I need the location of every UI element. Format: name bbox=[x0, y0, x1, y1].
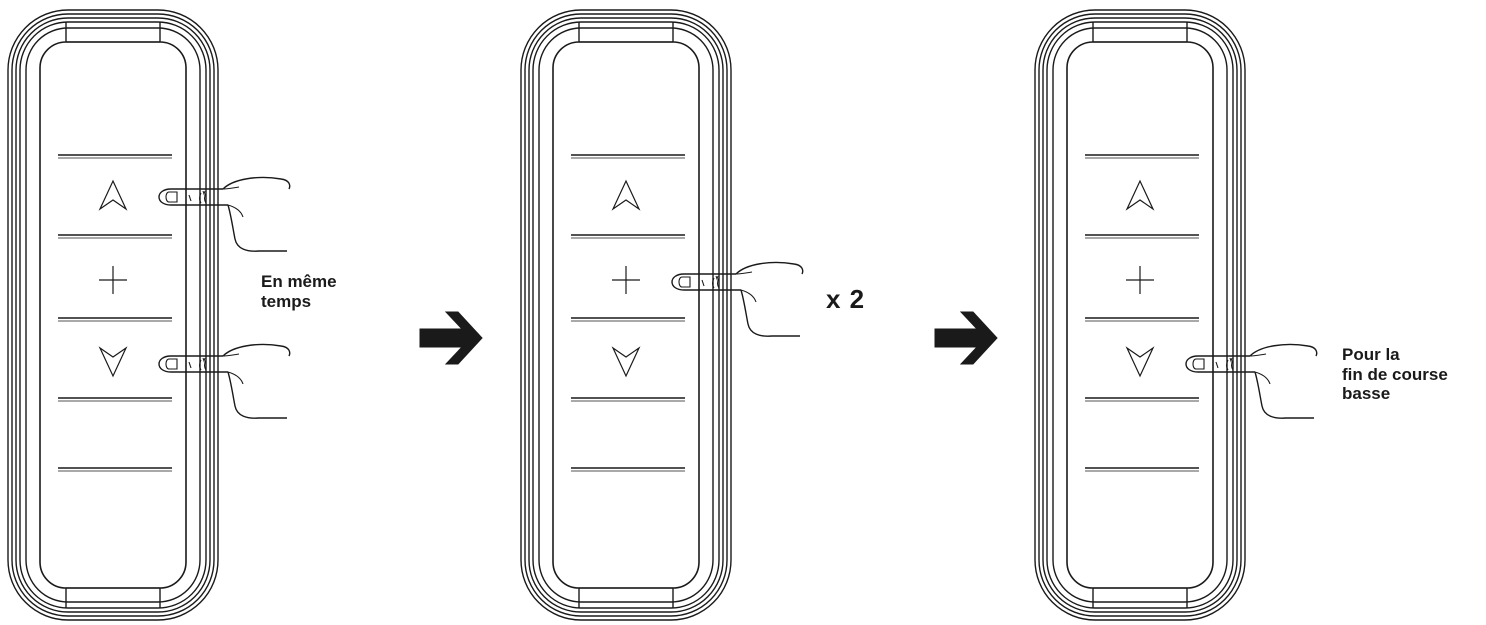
down-button bbox=[1125, 346, 1155, 378]
hand-outline bbox=[227, 371, 244, 385]
hand-outline bbox=[227, 204, 287, 252]
right-arrow-icon bbox=[934, 311, 998, 365]
down-button bbox=[611, 346, 641, 378]
right-arrow-icon bbox=[419, 311, 483, 365]
finger-tip bbox=[1185, 355, 1199, 373]
up-button bbox=[98, 179, 128, 211]
remote-shell bbox=[524, 13, 728, 617]
finger-crease bbox=[715, 275, 719, 281]
finger-crease bbox=[1230, 359, 1234, 371]
down-chevron-icon bbox=[98, 346, 128, 378]
finger-crease bbox=[1215, 361, 1219, 369]
remote-3 bbox=[1034, 9, 1246, 621]
arrow-shape bbox=[419, 311, 483, 365]
hand-outline bbox=[1249, 343, 1318, 357]
finger-crease bbox=[203, 192, 207, 204]
finger-nail bbox=[165, 358, 178, 370]
remote-shell bbox=[25, 27, 201, 603]
down-button bbox=[98, 346, 128, 378]
remote-shell bbox=[520, 9, 732, 621]
hand-outline bbox=[735, 261, 804, 275]
hand-outline bbox=[222, 343, 291, 357]
hand-outline bbox=[222, 176, 291, 190]
finger-crease bbox=[1225, 359, 1229, 371]
finger-crease bbox=[198, 359, 202, 371]
step-3-caption-line: Pour la bbox=[1342, 345, 1400, 364]
plus-button bbox=[1126, 266, 1154, 294]
hand-outline bbox=[740, 289, 800, 337]
finger-crease bbox=[701, 279, 705, 287]
hand-outline bbox=[222, 353, 240, 357]
finger-tip bbox=[158, 188, 172, 206]
finger-nail bbox=[678, 276, 691, 288]
plus-icon bbox=[612, 266, 640, 294]
hand-outline bbox=[1249, 353, 1267, 357]
remote-shell bbox=[11, 13, 215, 617]
plus-icon bbox=[1126, 266, 1154, 294]
remote-shell bbox=[1052, 27, 1228, 603]
down-chevron-icon bbox=[1125, 346, 1155, 378]
finger-crease bbox=[1229, 357, 1233, 363]
remote-shell bbox=[15, 17, 211, 613]
hand-outline bbox=[227, 371, 287, 419]
remote-shell bbox=[19, 21, 207, 609]
remote-shell bbox=[532, 21, 720, 609]
remote-shell bbox=[1034, 9, 1246, 621]
step-1-caption-line: En même bbox=[261, 272, 337, 291]
remote-shell bbox=[538, 27, 714, 603]
hand-outline bbox=[227, 204, 244, 218]
pointing-hand-icon bbox=[158, 343, 291, 419]
arrow-shape bbox=[934, 311, 998, 365]
hand-outline bbox=[735, 271, 753, 275]
finger-crease bbox=[711, 277, 715, 289]
finger-crease bbox=[202, 357, 206, 363]
step-3-caption-line: basse bbox=[1342, 384, 1391, 404]
down-chevron-icon bbox=[611, 346, 641, 378]
plus-button bbox=[612, 266, 640, 294]
up-button bbox=[611, 179, 641, 211]
finger-nail bbox=[1192, 358, 1205, 370]
remote-shell bbox=[528, 17, 724, 613]
remote-2 bbox=[520, 9, 732, 621]
remote-shell bbox=[7, 9, 219, 621]
step-2-caption: x 2 bbox=[826, 284, 866, 315]
finger-crease bbox=[188, 361, 192, 369]
finger-crease bbox=[203, 359, 207, 371]
finger-tip bbox=[671, 273, 685, 291]
up-chevron-icon bbox=[611, 179, 641, 211]
finger-tip bbox=[158, 355, 172, 373]
remote-shell bbox=[1046, 21, 1234, 609]
step-3-caption: Pour la fin de course basse bbox=[1342, 345, 1448, 404]
pointing-hand-icon bbox=[158, 176, 291, 252]
remote-face bbox=[39, 41, 187, 589]
remote-face bbox=[552, 41, 700, 589]
remote-face bbox=[1066, 41, 1214, 589]
finger-crease bbox=[716, 277, 720, 289]
remote-shell bbox=[1038, 13, 1242, 617]
step-1-caption-line: temps bbox=[261, 291, 312, 311]
finger-nail bbox=[165, 191, 178, 203]
up-chevron-icon bbox=[1125, 179, 1155, 211]
hand-outline bbox=[1254, 371, 1271, 385]
plus-icon bbox=[99, 266, 127, 294]
hand-outline bbox=[740, 289, 757, 303]
step-3-caption-line: fin de course bbox=[1342, 364, 1448, 384]
hand-outline bbox=[1254, 371, 1314, 419]
plus-button bbox=[99, 266, 127, 294]
pointing-hand-icon bbox=[1185, 343, 1318, 419]
remote-1 bbox=[7, 9, 219, 621]
hand-outline bbox=[222, 186, 240, 190]
finger-crease bbox=[202, 190, 206, 196]
step-2-caption-line: x 2 bbox=[826, 284, 866, 314]
step-1-caption: En même temps bbox=[261, 272, 337, 311]
pointing-hand-icon bbox=[671, 261, 804, 337]
remote-shell bbox=[1042, 17, 1238, 613]
finger-crease bbox=[198, 192, 202, 204]
up-chevron-icon bbox=[98, 179, 128, 211]
finger-crease bbox=[188, 194, 192, 202]
up-button bbox=[1125, 179, 1155, 211]
